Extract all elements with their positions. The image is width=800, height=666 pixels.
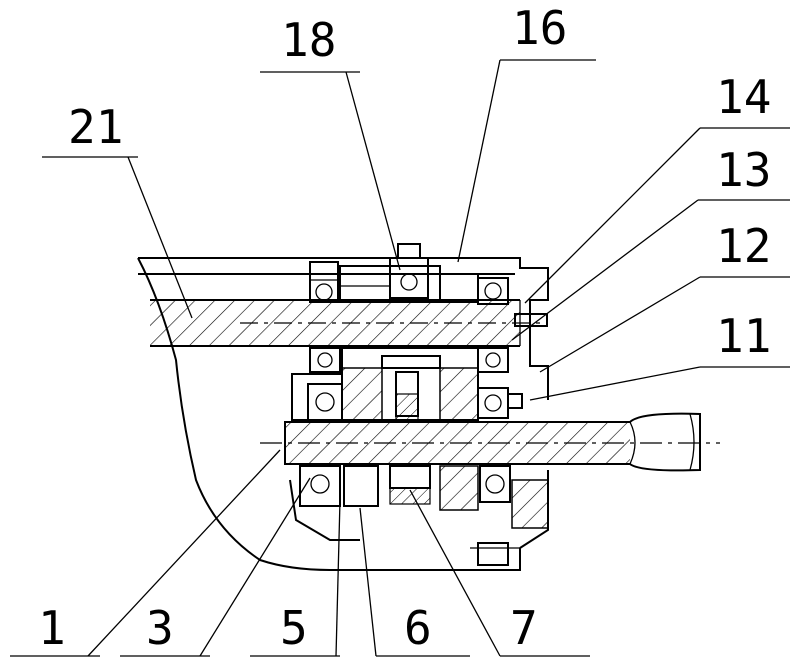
callout-7: 7 — [510, 601, 538, 655]
callout-13: 13 — [716, 143, 771, 197]
callout-5: 5 — [280, 601, 308, 655]
callout-6: 6 — [404, 601, 432, 655]
callout-14: 14 — [716, 70, 771, 124]
leader-lines — [10, 60, 790, 656]
leader-18 — [346, 72, 400, 270]
main-shaft-1 — [260, 414, 720, 471]
callout-1: 1 — [38, 601, 66, 655]
main-left-bearing — [292, 374, 342, 420]
upper-shaft-21 — [150, 300, 547, 346]
leader-11 — [530, 367, 700, 400]
callout-21: 21 — [68, 100, 123, 154]
callout-11: 11 — [716, 309, 771, 363]
lower-gear-block — [290, 466, 548, 540]
callout-16: 16 — [512, 1, 567, 55]
upper-left-bearing — [310, 262, 338, 302]
leader-6 — [360, 508, 376, 656]
leader-16 — [458, 60, 500, 262]
callout-18: 18 — [281, 13, 336, 67]
callout-12: 12 — [716, 219, 771, 273]
leader-21 — [128, 157, 192, 318]
callout-3: 3 — [146, 601, 174, 655]
leader-12 — [540, 277, 700, 372]
leader-13 — [512, 200, 698, 340]
leader-5 — [336, 500, 340, 656]
leader-14 — [525, 128, 700, 303]
